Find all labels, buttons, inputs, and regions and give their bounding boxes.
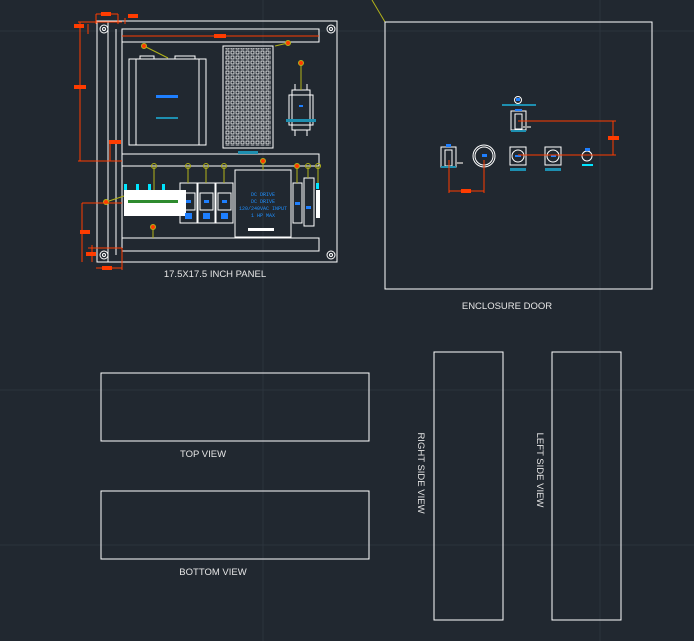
fuse-holder-1[interactable] <box>292 182 303 224</box>
drive-label-2: DC DRIVE <box>251 199 275 205</box>
door-outline <box>384 21 653 290</box>
drive-label-4: 1 HP MAX <box>251 213 275 219</box>
door-title: ENCLOSURE DOOR <box>462 301 552 312</box>
top-view[interactable]: TOP VIEW <box>100 372 370 460</box>
leader-lines <box>103 0 386 238</box>
bottom-din-rail <box>121 237 320 252</box>
bottom-view-label: BOTTOM VIEW <box>179 567 246 578</box>
relay-module[interactable] <box>286 84 316 136</box>
pilot-light-top[interactable] <box>502 96 536 107</box>
breaker-3[interactable] <box>215 182 234 224</box>
breaker-2[interactable] <box>197 182 216 224</box>
selector-switch[interactable] <box>440 144 463 168</box>
left-side-view[interactable]: LEFT SIDE VIEW <box>534 351 622 621</box>
pushbutton-2[interactable] <box>544 146 562 171</box>
panel-layout[interactable]: DC DRIVE DC DRIVE 120/240VAC INPUT 1 HP … <box>74 0 386 280</box>
pilot-light[interactable] <box>581 148 593 166</box>
dimension-lines <box>74 12 319 270</box>
mounting-hole-icon <box>99 24 336 260</box>
end-stop <box>316 190 320 218</box>
drive-label-1: DC DRIVE <box>251 192 275 198</box>
enclosure-door[interactable]: ENCLOSURE DOOR <box>384 21 653 312</box>
fuse-holder-2[interactable] <box>303 177 315 227</box>
top-view-label: TOP VIEW <box>180 449 226 460</box>
ventilation-grille[interactable] <box>222 45 274 154</box>
right-side-view[interactable]: RIGHT SIDE VIEW <box>415 351 504 621</box>
panel-outline <box>96 20 338 263</box>
left-side-view-label: LEFT SIDE VIEW <box>534 433 545 508</box>
power-supply[interactable] <box>128 55 207 146</box>
right-side-view-label: RIGHT SIDE VIEW <box>415 432 426 513</box>
door-dimensions <box>448 120 619 193</box>
terminal-strip[interactable] <box>124 184 186 216</box>
panel-title: 17.5X17.5 INCH PANEL <box>164 269 266 280</box>
middle-din-rail <box>121 153 320 167</box>
bottom-view[interactable]: BOTTOM VIEW <box>100 490 370 578</box>
pushbutton-1[interactable] <box>509 146 527 171</box>
drive-label-3: 120/240VAC INPUT <box>239 206 287 212</box>
